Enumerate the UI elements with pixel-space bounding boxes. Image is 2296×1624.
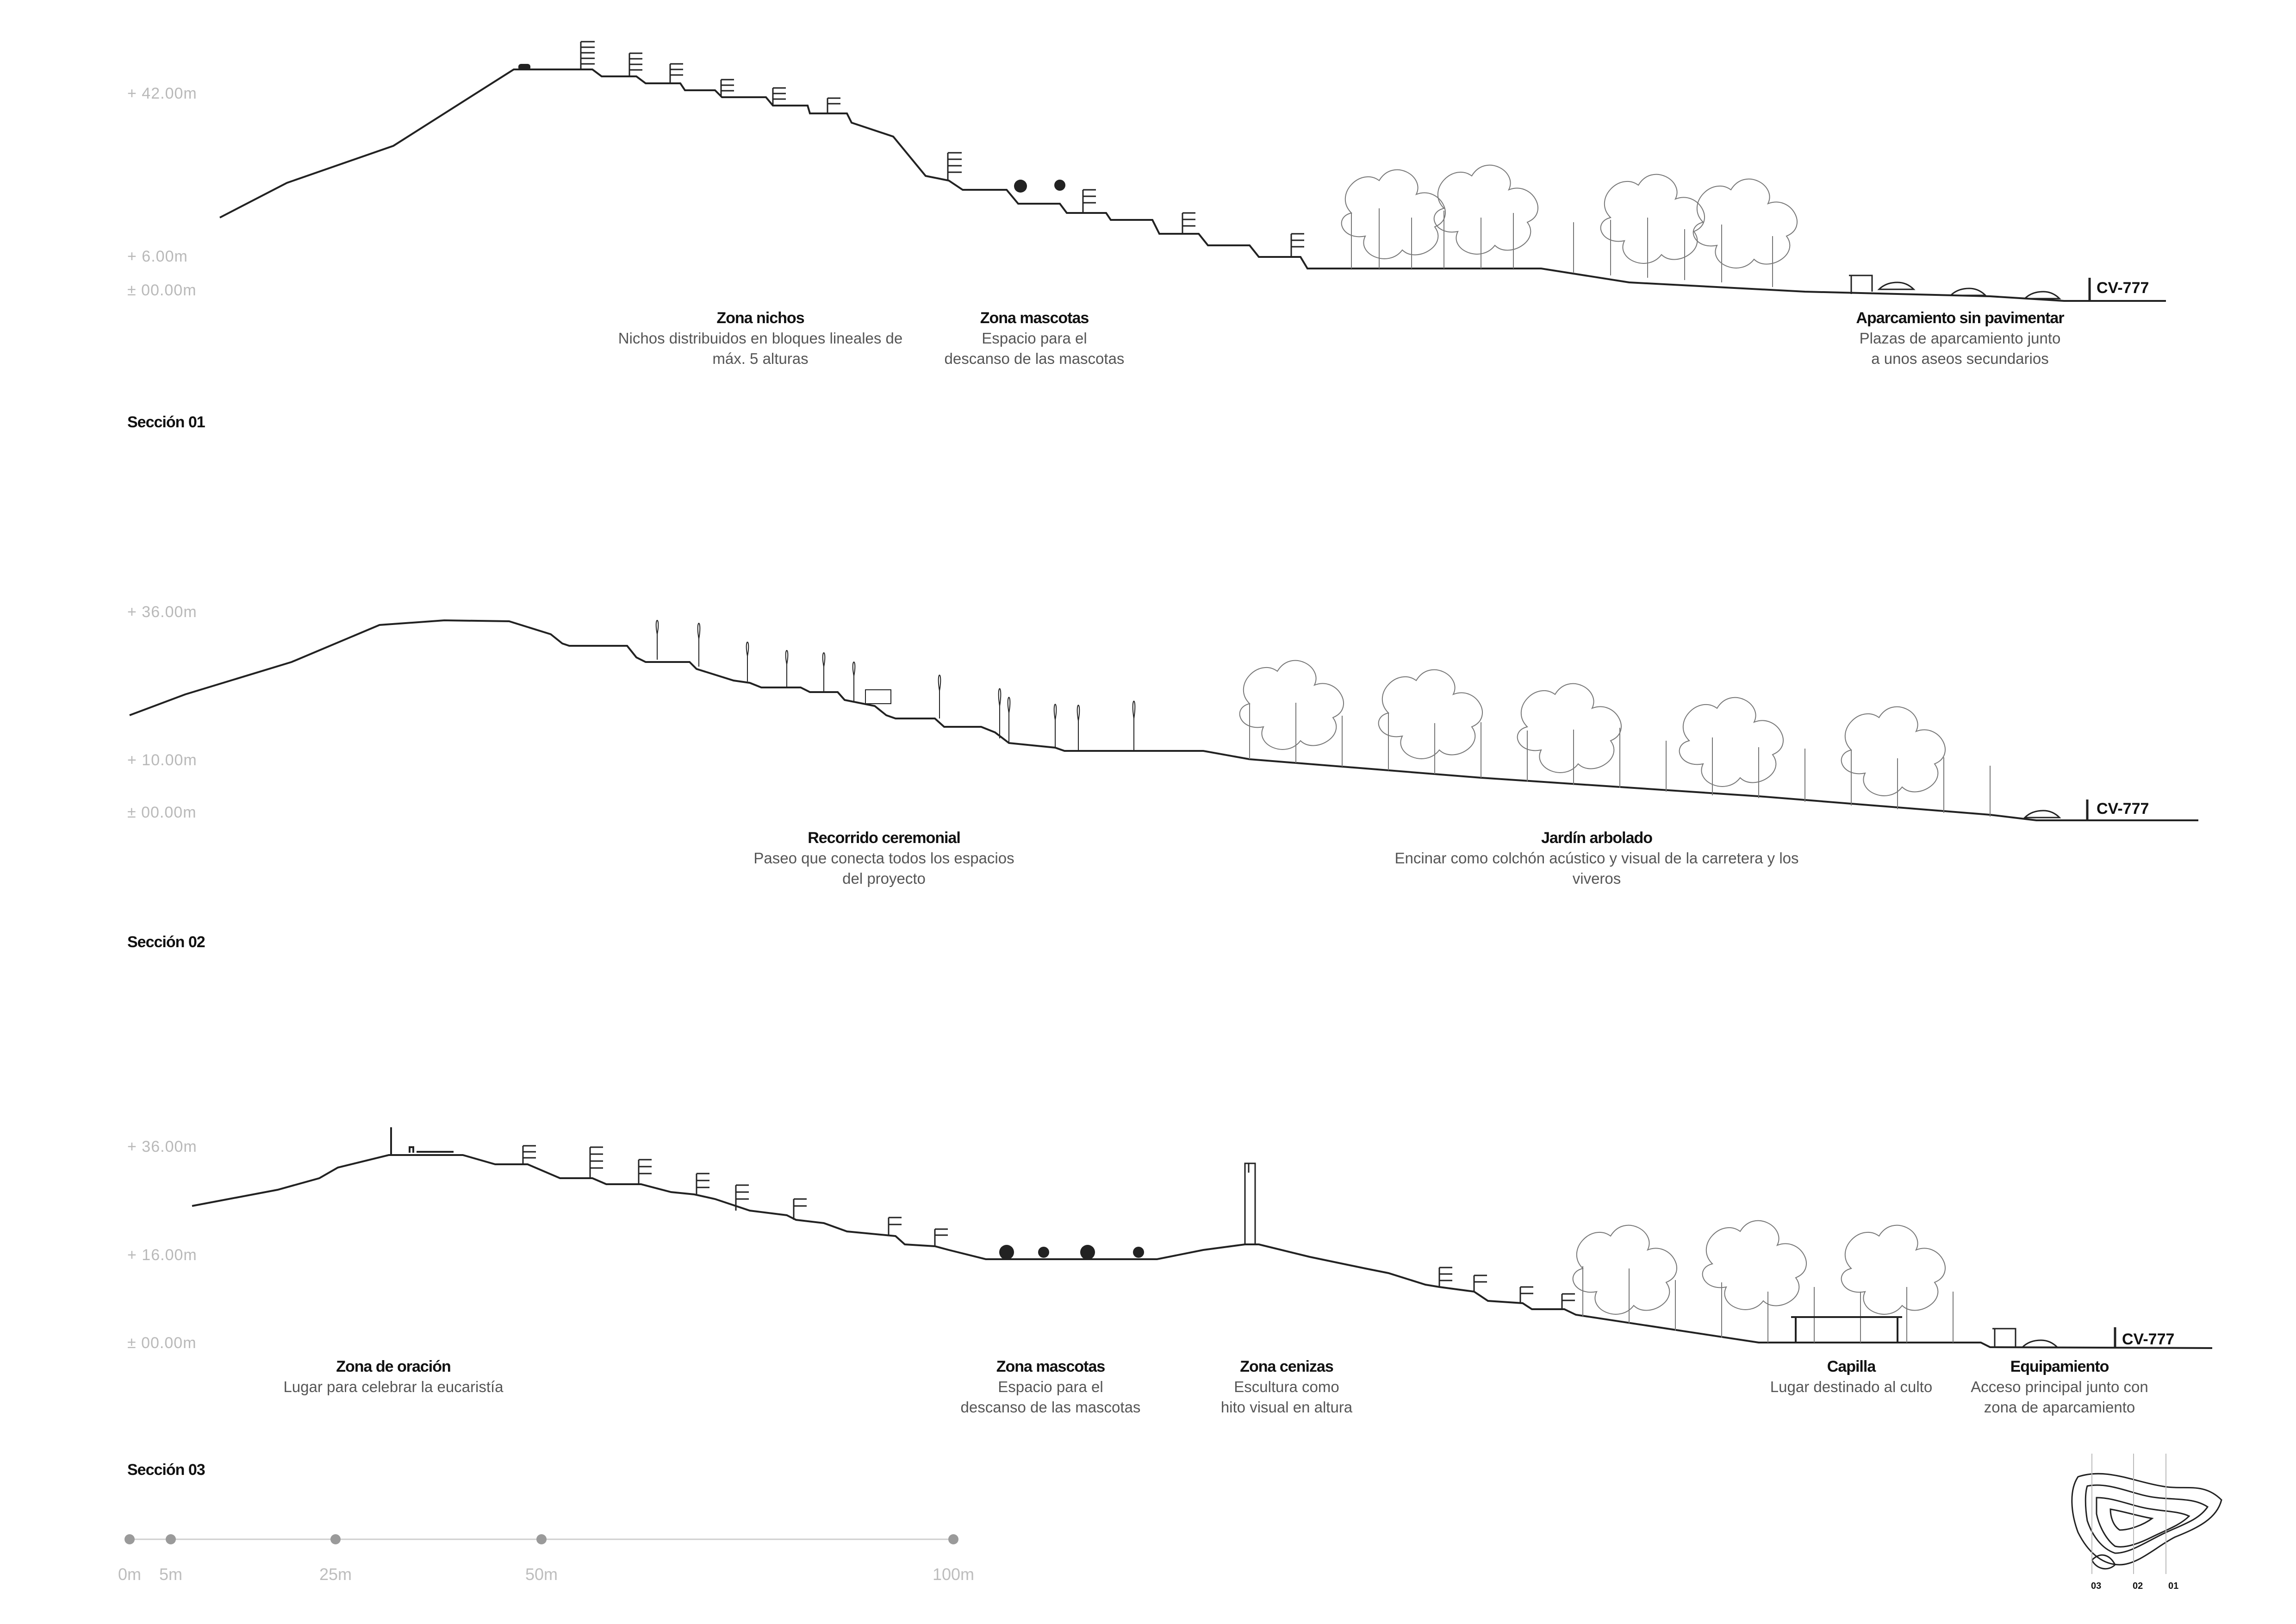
section-title: Sección 03 (127, 1461, 205, 1479)
terrain-profile-02 (129, 619, 2198, 821)
scale-label-50: 50m (525, 1565, 558, 1584)
equipment-03 (1992, 1327, 2116, 1348)
zone-title: Recorrido ceremonial (808, 829, 961, 847)
niche-blocks-01 (580, 41, 1304, 257)
scale-tick-5 (166, 1534, 176, 1544)
prayer-zone-03 (390, 1127, 454, 1155)
zone-mascotas: Zona mascotas Espacio para el descanso d… (935, 1356, 1166, 1418)
road-label: CV-777 (2122, 1330, 2175, 1348)
parking-01 (1849, 275, 2091, 301)
zone-desc: a unos aseos secundarios (1871, 350, 2049, 367)
minimap-label-03: 03 (2091, 1581, 2102, 1591)
level-zero: ± 00.00m (127, 281, 197, 299)
zone-aparcamiento: Aparcamiento sin pavimentar Plazas de ap… (1821, 308, 2099, 369)
zone-capilla: Capilla Lugar destinado al culto (1736, 1356, 1967, 1397)
zone-desc: Lugar destinado al culto (1770, 1378, 1933, 1395)
car-icon (518, 64, 530, 70)
scale-tick-25 (330, 1534, 341, 1544)
scale-label-25: 25m (319, 1565, 352, 1584)
level-top: + 42.00m (127, 85, 197, 102)
pet-trees-03 (999, 1245, 1144, 1260)
zone-title: Jardín arbolado (1541, 829, 1653, 847)
zone-desc: hito visual en altura (1220, 1399, 1353, 1416)
zone-desc: descanso de las mascotas (944, 350, 1125, 367)
zone-mascotas: Zona mascotas Espacio para el descanso d… (919, 308, 1150, 369)
section-01: + 42.00m + 6.00m ± 00.00m CV-777 Zona ni… (0, 0, 2296, 440)
level-zero: ± 00.00m (127, 804, 197, 821)
scale-label-0: 0m (118, 1565, 141, 1584)
terrain-profile-03 (192, 1127, 2213, 1349)
zone-desc: Paseo que conecta todos los espacios (753, 849, 1014, 867)
zone-equipamiento: Equipamiento Acceso principal junto con … (1944, 1356, 2175, 1418)
zone-recorrido: Recorrido ceremonial Paseo que conecta t… (722, 828, 1046, 889)
level-mid: + 10.00m (127, 751, 197, 769)
zone-title: Aparcamiento sin pavimentar (1856, 309, 2064, 327)
pet-trees-01 (1014, 180, 1065, 193)
zone-desc: Escultura como (1234, 1378, 1339, 1395)
scale-tick-0 (124, 1534, 135, 1544)
level-zero: ± 00.00m (127, 1334, 197, 1352)
level-top: + 36.00m (127, 1138, 197, 1156)
site-minimap (2071, 1454, 2222, 1574)
minimap-label-01: 01 (2168, 1581, 2179, 1591)
scale-tick-50 (536, 1534, 547, 1544)
zone-desc: viveros (1572, 870, 1621, 887)
zone-desc: Plazas de aparcamiento junto (1859, 330, 2061, 347)
sculpture-03 (1244, 1162, 1256, 1244)
zone-desc: zona de aparcamiento (1984, 1399, 2135, 1416)
zone-title: Zona cenizas (1240, 1358, 1334, 1375)
zone-cenizas: Zona cenizas Escultura como hito visual … (1194, 1356, 1379, 1418)
trees-01 (1341, 164, 1798, 287)
trees-03 (1572, 1220, 1954, 1343)
zone-title: Equipamiento (2010, 1358, 2109, 1375)
scale-bar (124, 1534, 958, 1544)
zone-title: Zona nichos (716, 309, 804, 327)
zone-desc: máx. 5 alturas (712, 350, 809, 367)
terrain-profile-01 (219, 41, 2166, 302)
minimap-label-02: 02 (2133, 1581, 2143, 1591)
zone-desc: Acceso principal junto con (1971, 1378, 2148, 1395)
zone-desc: Encinar como colchón acústico y visual d… (1394, 849, 1799, 867)
trees-02 (1239, 660, 1991, 817)
zone-title: Zona mascotas (996, 1358, 1106, 1375)
zone-desc: descanso de las mascotas (960, 1399, 1141, 1416)
zone-desc: del proyecto (842, 870, 926, 887)
zone-jardin: Jardín arbolado Encinar como colchón acú… (1342, 828, 1851, 889)
scale-label-100: 100m (932, 1565, 975, 1584)
section-03: + 36.00m + 16.00m ± 00.00m CV-777 Zona d… (0, 1042, 2296, 1505)
zone-desc: Lugar para celebrar la eucaristía (283, 1378, 504, 1395)
level-mid: + 6.00m (127, 248, 188, 265)
section-title: Sección 02 (127, 933, 205, 951)
level-mid: + 16.00m (127, 1246, 197, 1264)
scale-label-5: 5m (159, 1565, 182, 1584)
zone-oracion: Zona de oración Lugar para celebrar la e… (255, 1356, 532, 1397)
road-label: CV-777 (2097, 279, 2149, 297)
road-label: CV-777 (2097, 800, 2149, 818)
zone-title: Capilla (1827, 1358, 1876, 1375)
scale-tick-100 (948, 1534, 958, 1544)
niche-blocks-03 (522, 1145, 1575, 1309)
zone-desc: Espacio para el (982, 330, 1087, 347)
zone-nichos: Zona nichos Nichos distribuidos en bloqu… (598, 308, 922, 369)
section-02: + 36.00m + 10.00m ± 00.00m CV-777 Recorr… (0, 509, 2296, 972)
zone-title: Zona de oración (336, 1358, 451, 1375)
zone-desc: Nichos distribuidos en bloques lineales … (618, 330, 903, 347)
section-title: Sección 01 (127, 413, 205, 431)
level-top: + 36.00m (127, 603, 197, 621)
chapel-03 (1791, 1316, 1902, 1343)
zone-title: Zona mascotas (980, 309, 1089, 327)
cypress-trees-02 (655, 620, 1136, 751)
zone-desc: Espacio para el (998, 1378, 1103, 1395)
